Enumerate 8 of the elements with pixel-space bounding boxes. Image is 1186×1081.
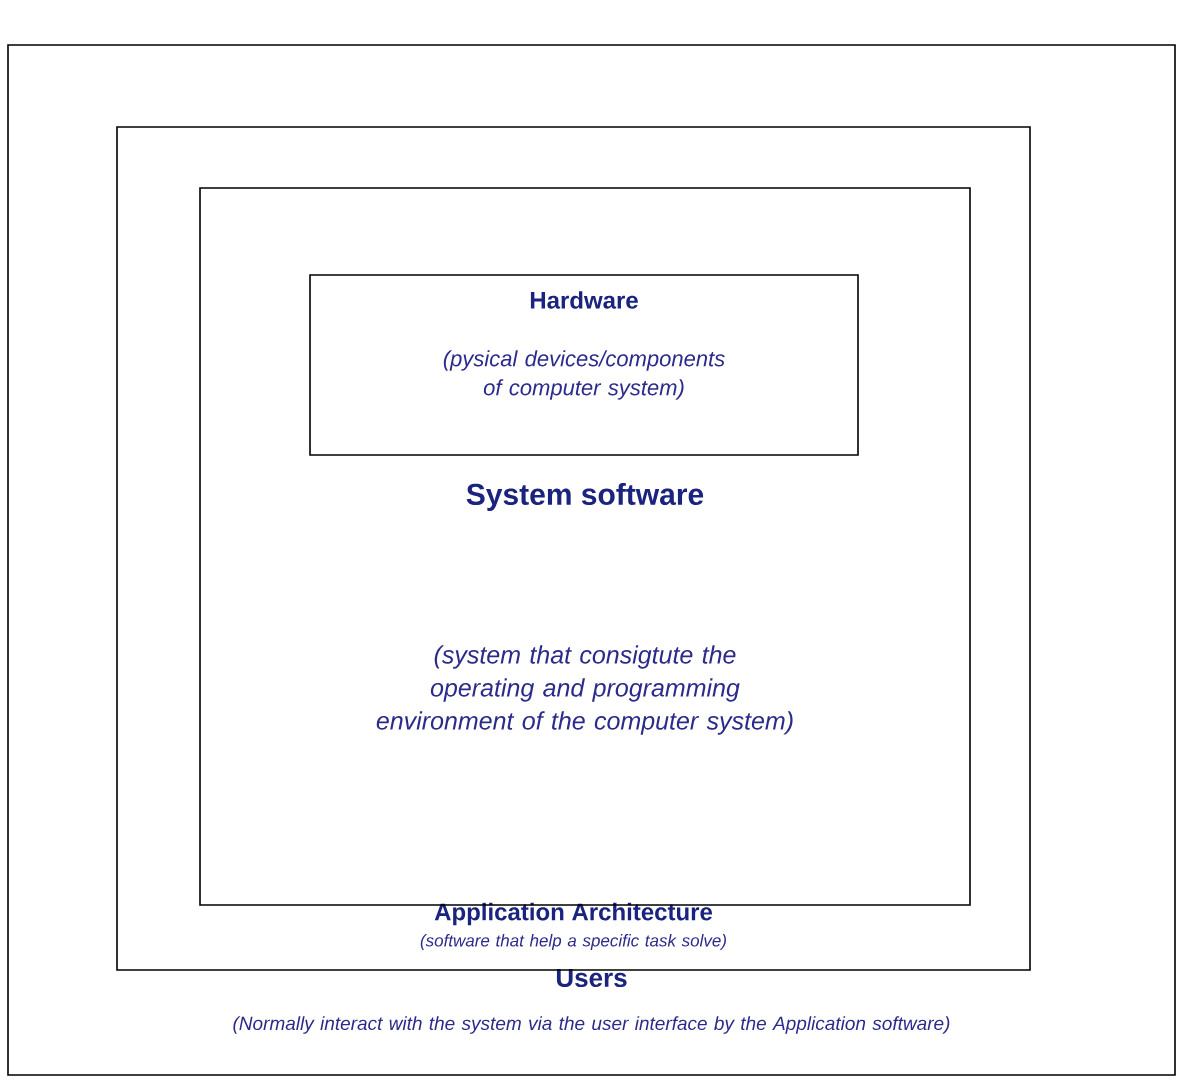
layer-description: (pysical devices/components of computer system) bbox=[443, 350, 725, 400]
layer-heading: Hardware bbox=[530, 291, 638, 309]
layer-description: (system that consigtute the operating and programming environment of the computer system) bbox=[376, 645, 793, 735]
layer-heading: System software bbox=[466, 483, 704, 511]
layer-heading: Users bbox=[556, 968, 627, 988]
layer-description: (Normally interact with the system via the user interface by the Application software) bbox=[233, 1016, 950, 1034]
layer-heading: Application Architecture bbox=[434, 902, 712, 926]
layer-description: (software that help a specific task solve) bbox=[420, 934, 726, 950]
